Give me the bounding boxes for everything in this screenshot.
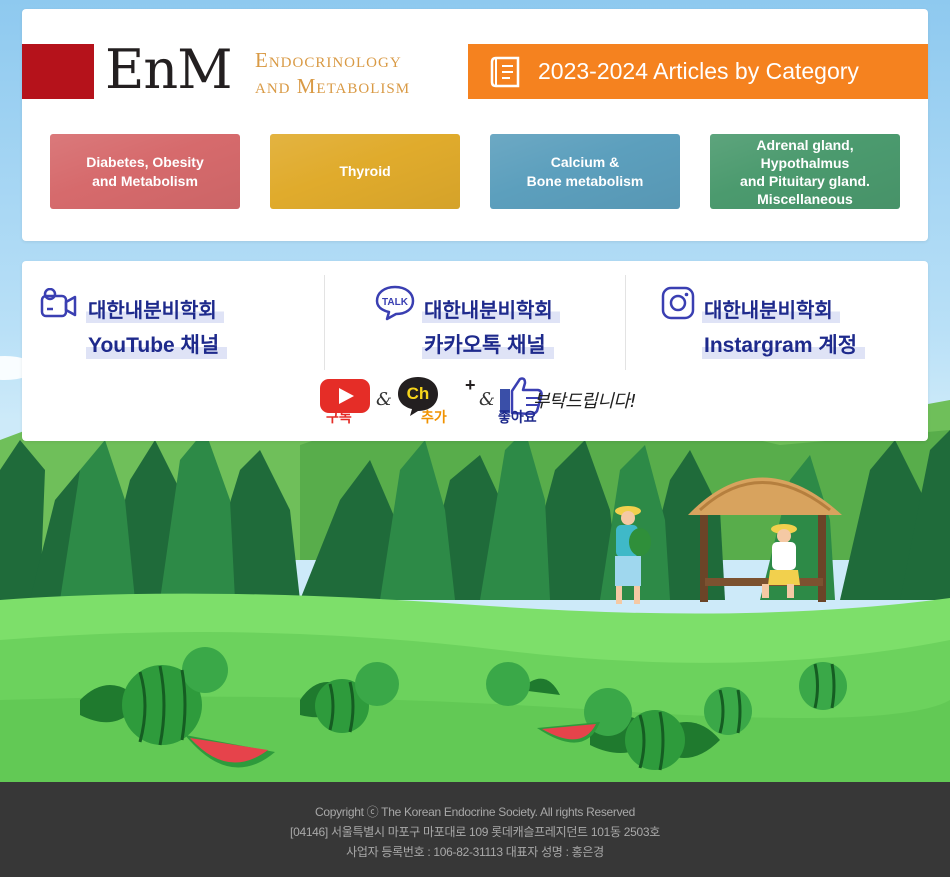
logo-mark: EnM (105, 38, 232, 101)
instagram-subtitle: Instargram 계정 (702, 329, 866, 359)
subscribe-label: 구독 (326, 409, 352, 425)
woman-eating-figure (762, 524, 800, 598)
ch-text: Ch (407, 384, 430, 403)
journal-name-line2: and Metabolism (255, 74, 411, 98)
book-icon (490, 56, 520, 88)
brand-red-block (22, 44, 94, 99)
header-card: EnM Endocrinology and Metabolism 2023-20… (22, 9, 928, 241)
youtube-subtitle: YouTube 채널 (86, 329, 228, 359)
column-divider (324, 275, 325, 370)
straw-hut (688, 477, 842, 602)
articles-banner: 2023-2024 Articles by Category (468, 44, 928, 99)
category-label: Adrenal gland, Hypothalmus and Pituitary… (740, 136, 870, 207)
thumbs-up-icon (500, 377, 543, 415)
ampersand: & (376, 389, 393, 410)
svg-text:TALK: TALK (382, 297, 409, 308)
instagram-account-link[interactable]: 대한내분비학회 Instargram 계정 (626, 261, 926, 371)
category-adrenal-pituitary-button[interactable]: Adrenal gland, Hypothalmus and Pituitary… (710, 134, 900, 209)
column-divider (625, 275, 626, 370)
enm-logo: EnM (105, 39, 232, 101)
like-label: 좋아요 (498, 409, 537, 425)
farmer-figure (615, 506, 651, 604)
youtube-channel-link[interactable]: 대한내분비학회 YouTube 채널 (22, 261, 322, 371)
journal-name: Endocrinology and Metabolism (255, 47, 455, 99)
banner-title: 2023-2024 Articles by Category (538, 58, 859, 84)
instagram-icon (661, 286, 695, 320)
subscribe-request-strip: 구독 & Ch + 추가 & 좋아요 부탁드립니다! (318, 375, 638, 431)
talk-bubble-icon: TALK (375, 285, 415, 321)
youtube-play-icon (320, 379, 370, 413)
instagram-title: 대한내분비학회 (702, 294, 840, 323)
address-text: [04146] 서울특별시 마포구 마포대로 109 롯데캐슬프레지던트 101… (290, 825, 660, 839)
business-registration-text: 사업자 등록번호 : 106-82-31113 대표자 성명 : 홍은경 (346, 845, 604, 859)
category-label: Calcium & Bone metabolism (526, 153, 644, 189)
youtube-title: 대한내분비학회 (86, 294, 224, 323)
copyright-text: Copyright ⓒ The Korean Endocrine Society… (314, 805, 636, 819)
kakao-title: 대한내분비학회 (422, 294, 560, 323)
kakao-channel-icon: Ch (398, 377, 438, 416)
video-camera-icon (40, 288, 77, 318)
kakao-subtitle: 카카오톡 채널 (422, 329, 554, 359)
category-calcium-bone-button[interactable]: Calcium & Bone metabolism (490, 134, 680, 209)
social-card: 대한내분비학회 YouTube 채널 TALK 대한내분비학회 카카오톡 채널 … (22, 261, 928, 441)
journal-name-line1: Endocrinology (255, 48, 402, 72)
category-label: Diabetes, Obesity and Metabolism (86, 153, 204, 189)
please-text: 부탁드립니다! (533, 391, 637, 412)
add-label: 추가 (421, 409, 447, 425)
category-thyroid-button[interactable]: Thyroid (270, 134, 460, 209)
plus-sign: + (465, 375, 476, 395)
site-footer: Copyright ⓒ The Korean Endocrine Society… (0, 782, 950, 877)
category-label: Thyroid (339, 163, 391, 179)
watermelons (80, 647, 847, 771)
category-diabetes-button[interactable]: Diabetes, Obesity and Metabolism (50, 134, 240, 209)
kakao-channel-link[interactable]: TALK 대한내분비학회 카카오톡 채널 (325, 261, 625, 371)
ampersand: & (479, 389, 496, 410)
